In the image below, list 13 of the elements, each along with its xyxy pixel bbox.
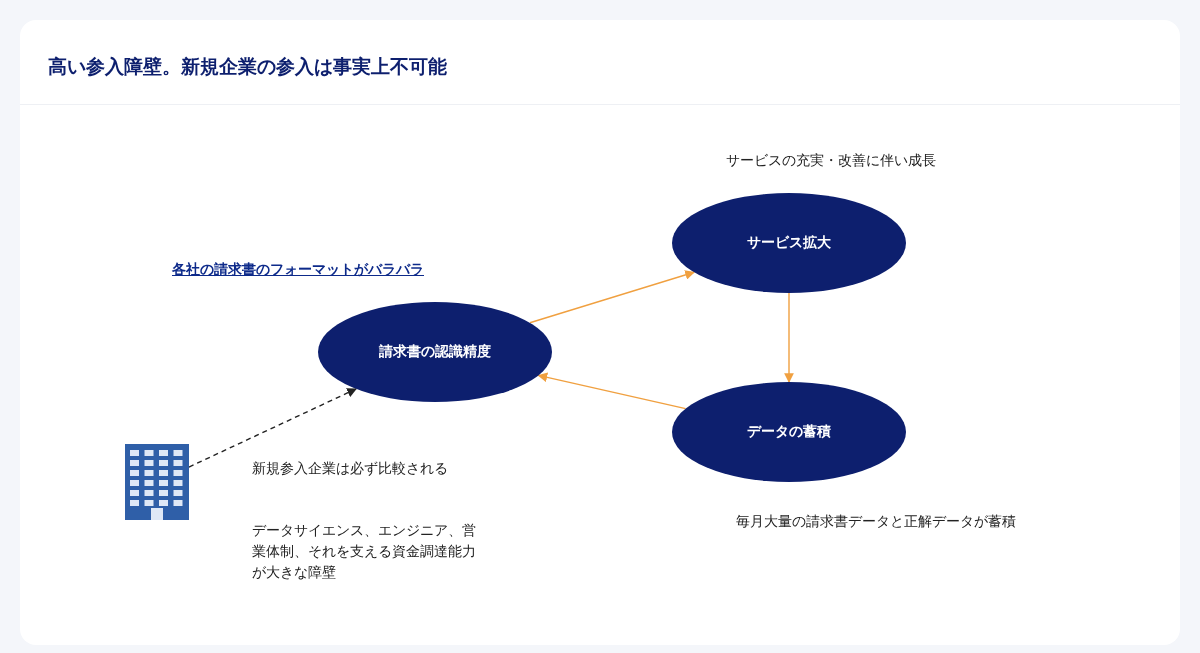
- slide-title: 高い参入障壁。新規企業の参入は事実上不可能: [48, 54, 447, 79]
- arrow: [188, 388, 357, 468]
- node-label: データの蓄積: [747, 423, 831, 441]
- annotation-text: 毎月大量の請求書データと正解データが蓄積: [736, 512, 1016, 531]
- arrow: [537, 372, 687, 410]
- annotation-text: 各社の請求書のフォーマットがバラバラ: [172, 260, 424, 279]
- annotation-text: データサイエンス、エンジニア、営業体制、それを支える資金調達能力が大きな障壁: [252, 521, 477, 582]
- annotation-text: サービスの充実・改善に伴い成長: [726, 151, 936, 170]
- annotation-text: 新規参入企業は必ず比較される: [252, 459, 448, 478]
- node-label: 請求書の認識精度: [379, 343, 491, 361]
- arrow: [529, 270, 695, 324]
- node-label: サービス拡大: [747, 234, 831, 252]
- arrow: [784, 292, 794, 383]
